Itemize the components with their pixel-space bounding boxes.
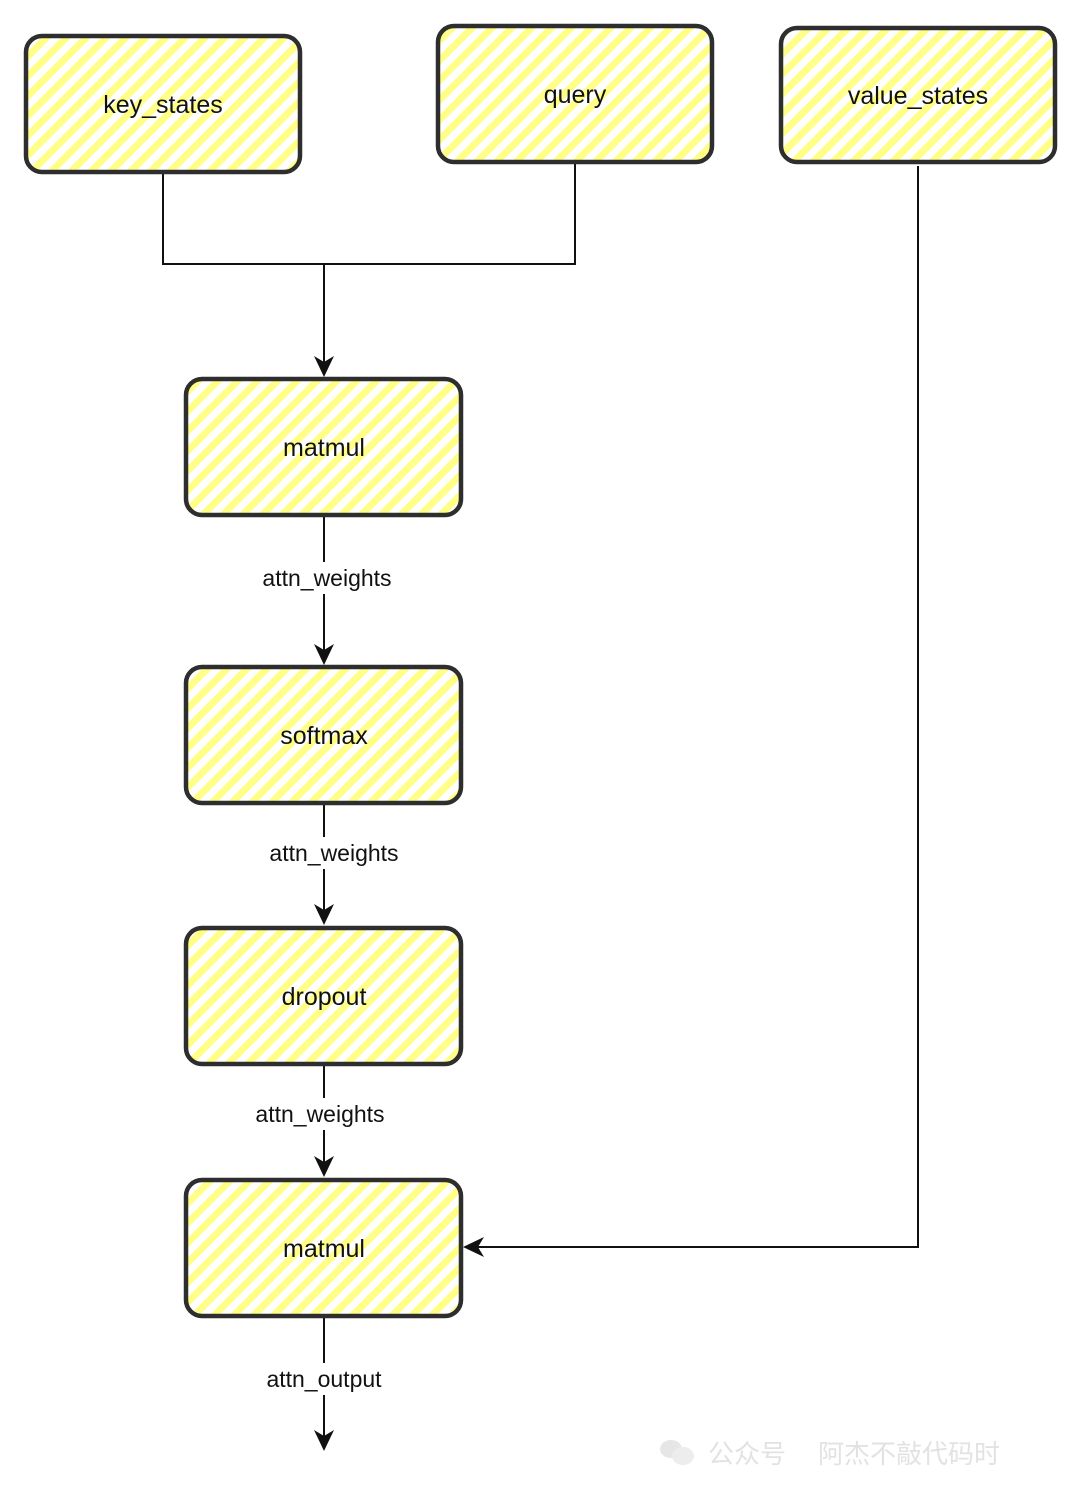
node-value-states: value_states	[778, 25, 1058, 165]
node-label-key-states: key_states	[103, 91, 223, 119]
arrowhead-into-dropout	[314, 904, 334, 925]
wechat-icon	[660, 1438, 694, 1466]
watermark: 公众号 阿杰不敲代码时	[660, 1432, 1060, 1472]
edge-query-to-merge	[324, 164, 576, 265]
node-box	[435, 23, 715, 165]
edge-key-states-to-merge	[162, 174, 324, 265]
node-key-states: key_states	[23, 33, 303, 175]
arrowhead-into-softmax	[314, 644, 334, 665]
node-label-dropout: dropout	[282, 983, 367, 1011]
node-box	[183, 925, 464, 1067]
node-box	[183, 376, 464, 518]
edge-labels: attn_weights attn_weights attn_weights a…	[244, 562, 410, 1395]
edge-label-bg	[252, 562, 402, 594]
arrowhead-into-matmul-1	[314, 356, 334, 377]
node-matmul-2: matmul	[183, 1177, 464, 1319]
node-box	[183, 1177, 464, 1319]
node-query: query	[435, 23, 715, 165]
node-box	[183, 664, 464, 806]
node-label-matmul-2: matmul	[283, 1235, 365, 1263]
watermark-name: 阿杰不敲代码时	[818, 1439, 1001, 1470]
node-box	[778, 25, 1058, 165]
node-dropout: dropout	[183, 925, 464, 1067]
node-box	[23, 33, 303, 175]
edge-label-attn-weights-1: attn_weights	[262, 565, 391, 591]
node-matmul-1: matmul	[183, 376, 464, 518]
arrowhead-from-value-states	[463, 1237, 484, 1257]
edge-label-bg	[258, 837, 410, 869]
edge-label-bg	[244, 1098, 396, 1130]
edge-value-states-to-matmul	[476, 166, 919, 1248]
node-label-value-states: value_states	[848, 82, 988, 110]
edge-label-bg	[256, 1363, 392, 1395]
node-label-query: query	[544, 81, 607, 109]
node-label-matmul-1: matmul	[283, 434, 365, 462]
edge-label-attn-output: attn_output	[266, 1366, 382, 1392]
edge-label-attn-weights-3: attn_weights	[255, 1101, 384, 1127]
node-softmax: softmax	[183, 664, 464, 806]
watermark-account-label: 公众号	[708, 1439, 787, 1470]
edge-label-attn-weights-2: attn_weights	[269, 840, 398, 866]
arrowhead-output	[314, 1430, 334, 1451]
arrowhead-into-matmul-2	[314, 1156, 334, 1177]
node-label-softmax: softmax	[280, 722, 368, 750]
